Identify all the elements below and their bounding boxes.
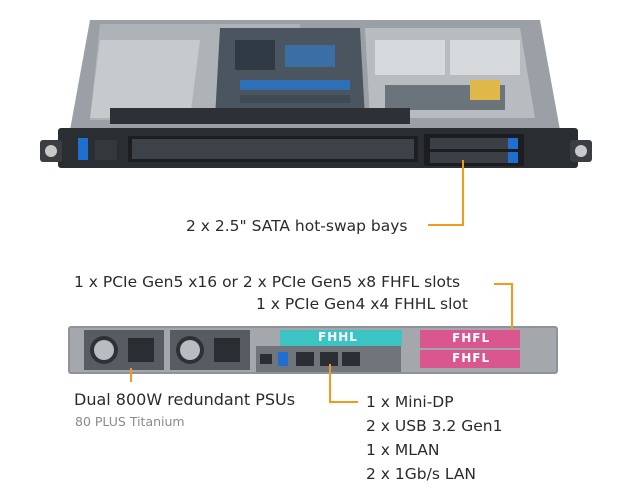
fhfl-bottom-slot-label: FHFL — [452, 351, 491, 365]
callout-line-io — [329, 364, 358, 403]
front-vents — [128, 136, 418, 162]
fhfl-slot-top — [420, 330, 520, 348]
pcie-gen4-label: 1 x PCIe Gen4 x4 FHHL slot — [256, 295, 468, 313]
rear-server-chassis — [68, 326, 558, 374]
psu-sublabel: 80 PLUS Titanium — [75, 414, 185, 429]
callout-line-front-bays — [428, 160, 464, 226]
hot-swap-bay-1 — [430, 138, 508, 149]
front-server-chassis — [40, 20, 592, 168]
fhfl-top-slot-label: FHFL — [452, 331, 491, 345]
mini-dp-port — [260, 354, 272, 364]
io-label-lan: 2 x 1Gb/s LAN — [366, 465, 477, 483]
fhhl-slot-label: FHHL — [318, 330, 358, 344]
io-label-mlan: 1 x MLAN — [366, 441, 440, 459]
io-label-usb: 2 x USB 3.2 Gen1 — [366, 417, 503, 435]
front-bays-label: 2 x 2.5" SATA hot-swap bays — [186, 217, 408, 235]
usb-ports — [278, 352, 288, 366]
callout-line-pcie — [494, 283, 513, 330]
mlan-port — [296, 352, 314, 366]
pcie-gen5-label: 1 x PCIe Gen5 x16 or 2 x PCIe Gen5 x8 FH… — [74, 273, 461, 291]
psu-label: Dual 800W redundant PSUs — [74, 390, 296, 409]
front-led-panel — [95, 140, 117, 160]
hot-swap-bay-2 — [430, 152, 508, 163]
fhhl-slot — [280, 330, 402, 346]
front-usb-port — [78, 138, 88, 160]
lan-port-1 — [320, 352, 338, 366]
lan-port-2 — [342, 352, 360, 366]
fhfl-slot-bottom — [420, 350, 520, 368]
io-label-mini-dp: 1 x Mini-DP — [366, 393, 454, 411]
